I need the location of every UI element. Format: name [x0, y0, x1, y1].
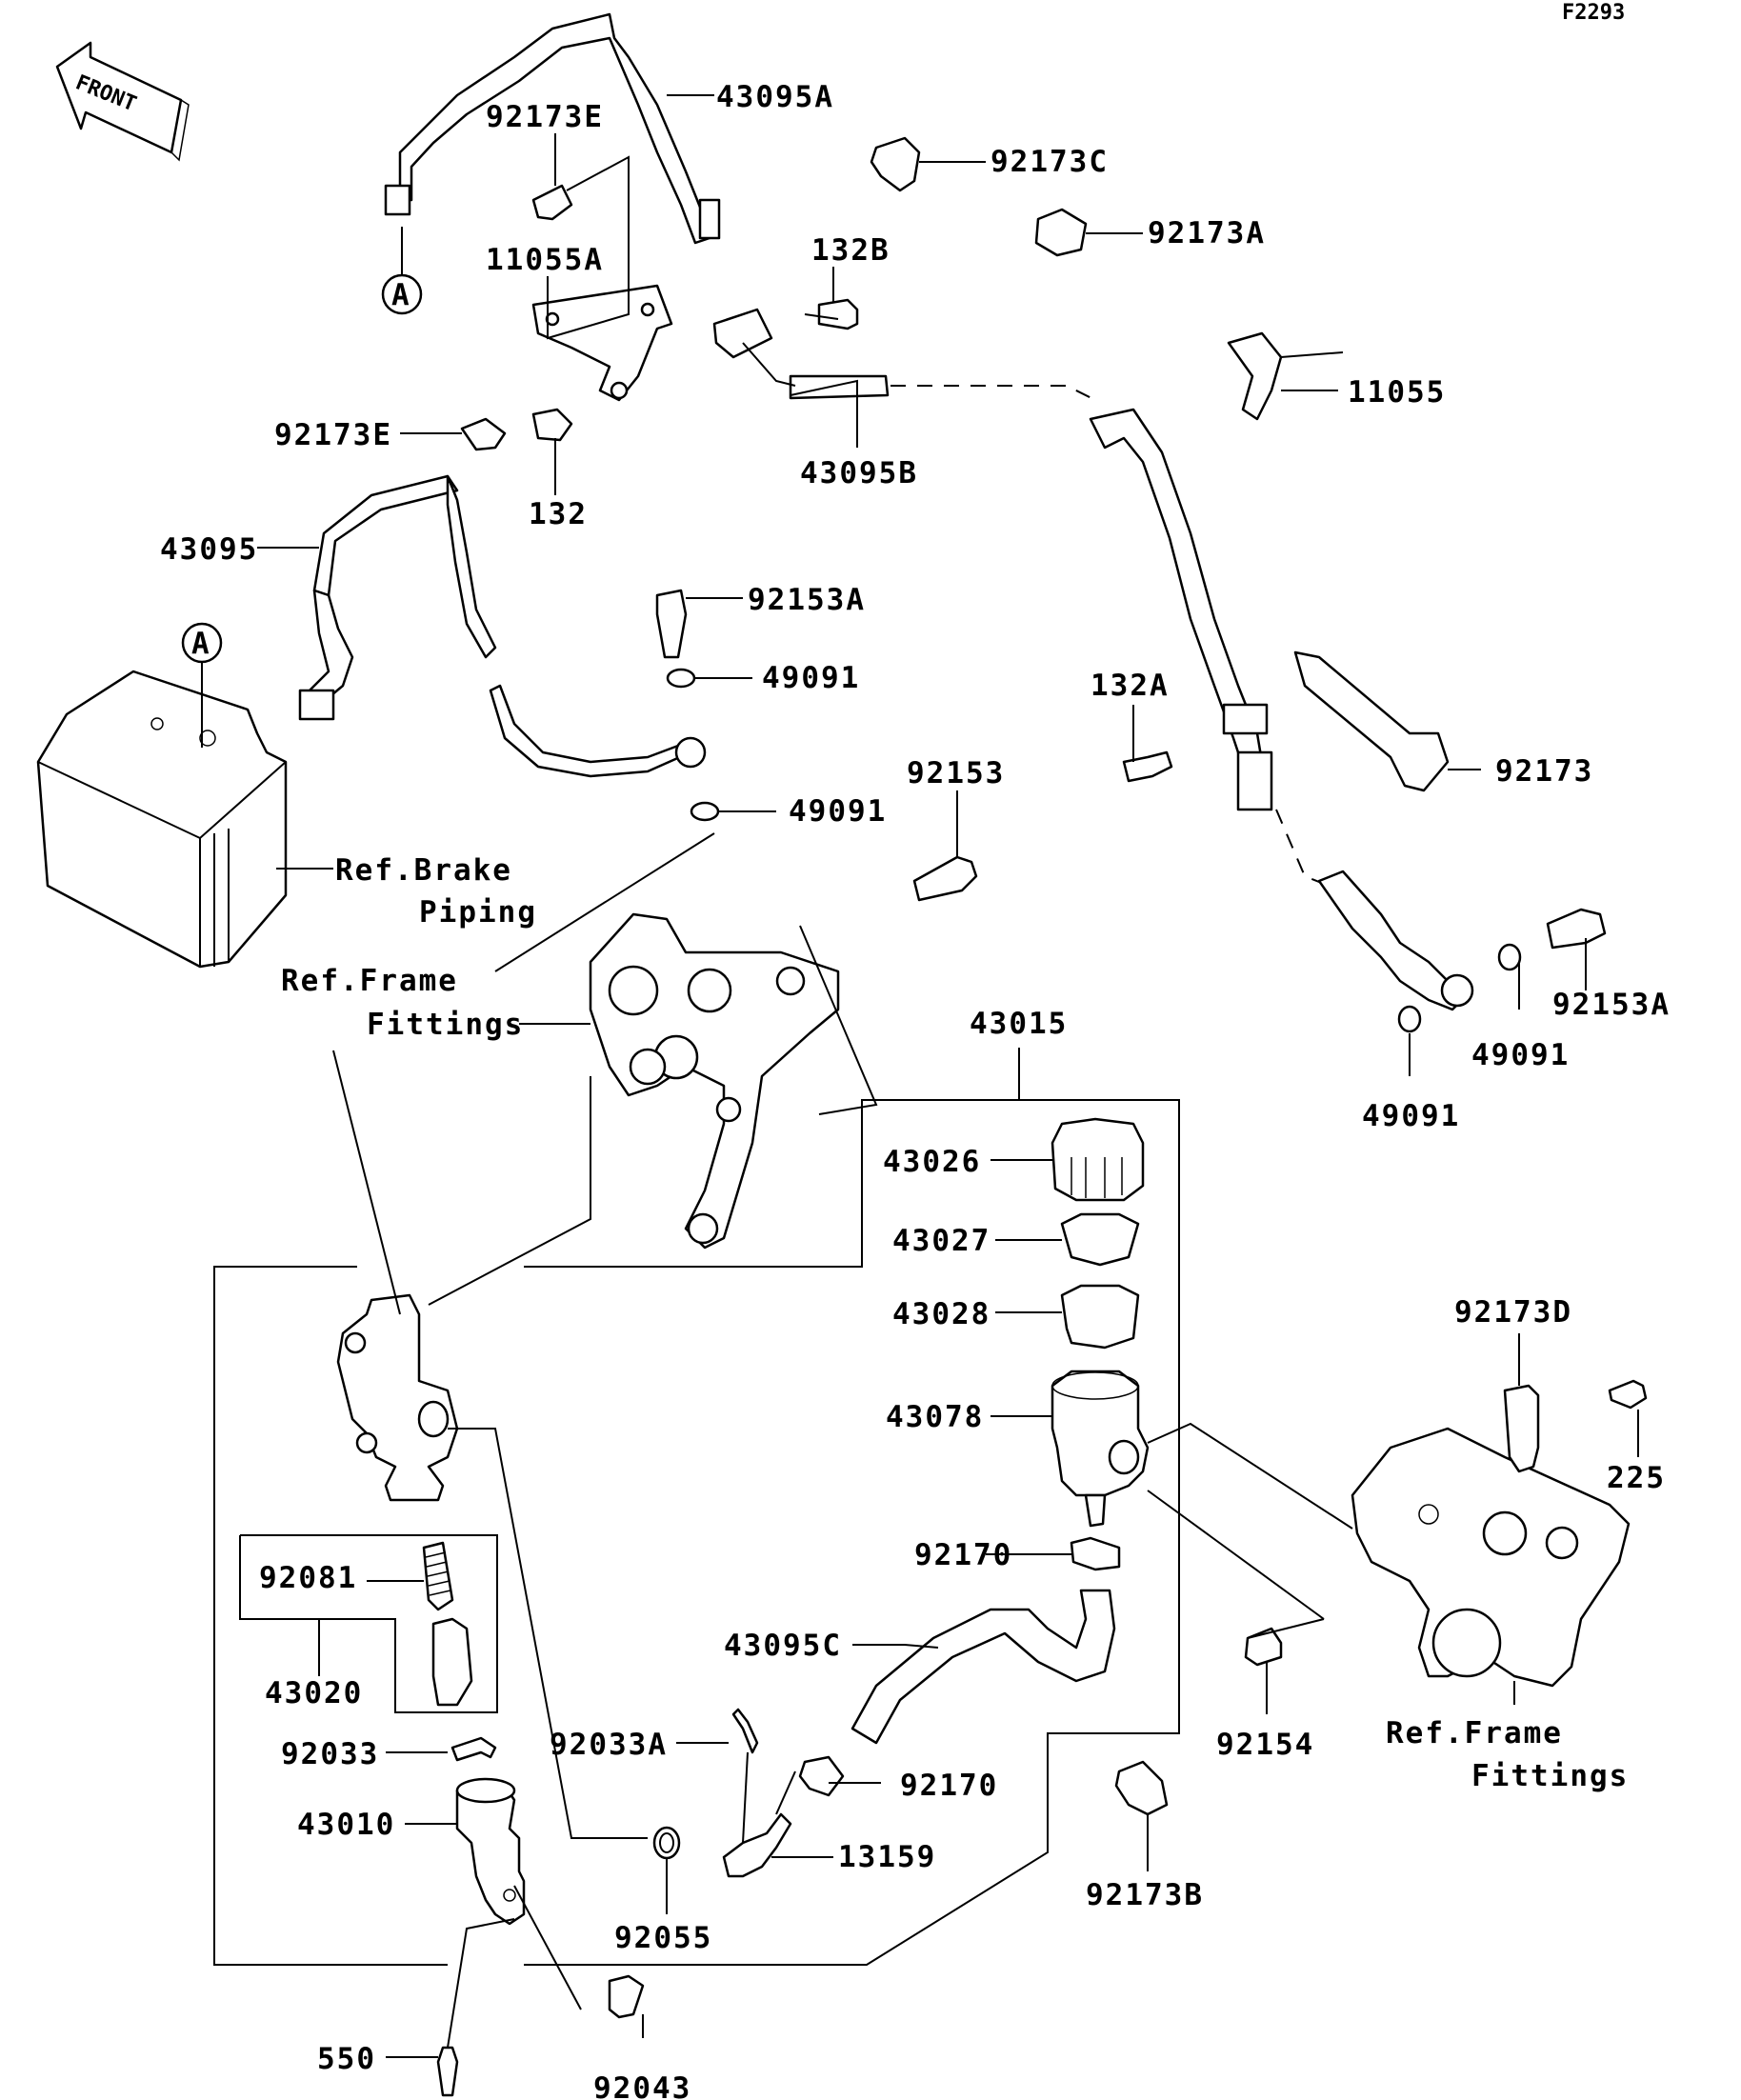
- washer-49091-d: [1397, 1005, 1422, 1033]
- circlip-92033: [450, 1736, 497, 1762]
- clamp-92173c: [870, 136, 986, 192]
- label-92173a: 92173A: [1148, 216, 1266, 250]
- label-92153: 92153: [907, 756, 1005, 790]
- label-132: 132: [529, 497, 588, 531]
- label-43015: 43015: [970, 1007, 1068, 1041]
- label-43095: 43095: [160, 532, 258, 567]
- clamp-92170-a: [1070, 1536, 1121, 1571]
- label-132b: 132B: [811, 233, 891, 268]
- bolt-92153a-right: [1546, 908, 1607, 950]
- label-43095b: 43095B: [800, 456, 918, 490]
- label-43020: 43020: [265, 1676, 363, 1710]
- label-ref-frame-1: Ref.Frame: [281, 964, 458, 998]
- label-49091-d: 49091: [1362, 1099, 1460, 1133]
- label-ref-brake-1: Ref.Brake: [335, 853, 512, 888]
- label-92170-b: 92170: [900, 1769, 998, 1803]
- label-11055a: 11055A: [486, 243, 604, 277]
- cap-43026: [1051, 1117, 1145, 1202]
- label-92154: 92154: [1216, 1728, 1314, 1762]
- label-43078: 43078: [886, 1400, 984, 1434]
- label-ref-frame-r2: Fittings: [1471, 1759, 1629, 1793]
- bolt-132: [531, 408, 573, 442]
- clip-92173e-bottom: [460, 417, 507, 451]
- label-92173c: 92173C: [991, 145, 1109, 179]
- abs-unit: [36, 670, 288, 969]
- label-92055: 92055: [614, 1921, 712, 1955]
- washer-49091-c: [1497, 943, 1522, 971]
- cotter-550: [436, 2046, 459, 2097]
- bracket-92173d: [1503, 1384, 1540, 1473]
- label-92173e-bottom: 92173E: [274, 418, 392, 452]
- label-ref-frame-2: Fittings: [367, 1008, 524, 1042]
- label-49091-b: 49091: [789, 794, 887, 829]
- label-49091-a: 49091: [762, 661, 860, 695]
- piston-43020: [431, 1617, 473, 1707]
- label-92033a: 92033A: [550, 1728, 668, 1762]
- label-43095a: 43095A: [716, 80, 834, 114]
- label-ref-brake-2: Piping: [419, 895, 537, 930]
- svg-text:A: A: [191, 627, 211, 661]
- label-132a: 132A: [1091, 669, 1170, 703]
- label-11055: 11055: [1348, 375, 1446, 410]
- label-92033: 92033: [281, 1737, 379, 1771]
- bolt-132b: [817, 298, 859, 330]
- spring-92081: [422, 1541, 454, 1611]
- label-92043: 92043: [593, 2071, 691, 2100]
- bracket-92173: [1293, 650, 1450, 792]
- label-550: 550: [317, 2042, 376, 2076]
- label-43095c: 43095C: [724, 1629, 842, 1663]
- pin-92043: [608, 1974, 645, 2019]
- bracket-11055: [1227, 331, 1283, 421]
- hose-43095a: [384, 12, 721, 245]
- joint-13159: [722, 1812, 792, 1878]
- label-43028: 43028: [892, 1297, 991, 1331]
- label-92081: 92081: [259, 1561, 357, 1595]
- plate-43028: [1060, 1284, 1140, 1350]
- label-43027: 43027: [892, 1224, 991, 1258]
- bracket-11055a: [531, 284, 673, 402]
- label-92173d: 92173D: [1454, 1295, 1572, 1330]
- bolt-92154: [1244, 1627, 1283, 1667]
- leader-lines: [257, 94, 1639, 2058]
- washer-49091-a: [666, 668, 696, 689]
- part-labels: 43095A 92173E 92173C 92173A 132B 11055A …: [160, 80, 1671, 2100]
- hose-lower-right: [1317, 870, 1474, 1011]
- svg-text:A: A: [391, 278, 411, 312]
- label-225: 225: [1607, 1461, 1666, 1495]
- footrest-bracket: [589, 912, 840, 1250]
- figure-code: F2293: [1562, 1, 1625, 25]
- clamp-92170-b: [798, 1755, 845, 1797]
- circlip-92033a: [731, 1708, 759, 1754]
- bolt-92153: [912, 855, 978, 902]
- label-ref-frame-r1: Ref.Frame: [1386, 1716, 1563, 1750]
- reservoir-43078: [1051, 1370, 1150, 1528]
- clip-92173e-top: [531, 184, 573, 221]
- label-13159: 13159: [838, 1840, 936, 1874]
- master-cylinder: [336, 1293, 459, 1502]
- label-49091-c: 49091: [1471, 1038, 1570, 1072]
- label-92173b: 92173B: [1086, 1878, 1204, 1912]
- diaphragm-43027: [1060, 1212, 1140, 1267]
- hose-43095b: [1089, 408, 1273, 811]
- hose-43095c: [850, 1589, 1116, 1745]
- label-92173: 92173: [1495, 754, 1593, 789]
- clamp-92173b: [1114, 1760, 1169, 1816]
- hose-43095: [298, 474, 707, 778]
- frame-fitting-right: [1351, 1427, 1631, 1688]
- bolt-225: [1608, 1379, 1648, 1410]
- clamp-92173a: [1034, 208, 1143, 257]
- push-rod-43010: [455, 1777, 526, 1926]
- label-92173e-top: 92173E: [486, 100, 604, 134]
- label-43026: 43026: [883, 1145, 981, 1179]
- front-arrow-icon: FRONT: [55, 41, 190, 162]
- label-92153a-right: 92153A: [1552, 988, 1671, 1022]
- bolt-92153a-mid: [655, 589, 688, 659]
- bolt-132a: [1122, 750, 1173, 783]
- label-43010: 43010: [297, 1808, 395, 1842]
- label-92153a-mid: 92153A: [748, 583, 866, 617]
- hose-junction: [712, 308, 890, 400]
- washer-49091-b: [690, 801, 720, 822]
- label-92170-a: 92170: [914, 1538, 1012, 1572]
